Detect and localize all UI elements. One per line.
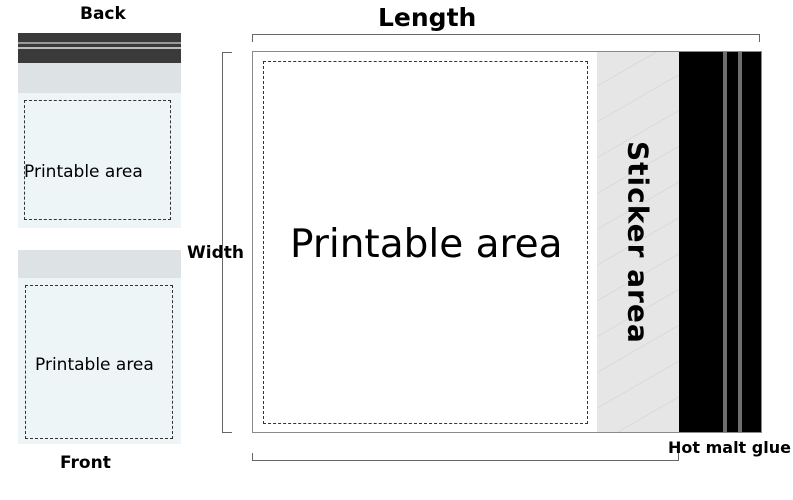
hot-malt-glue-label: Hot malt glue xyxy=(668,438,791,457)
front-flap xyxy=(18,250,181,278)
length-label: Length xyxy=(378,3,477,32)
sticker-area-label: Sticker area xyxy=(621,140,655,344)
width-label: Width xyxy=(187,243,244,263)
front-label: Front xyxy=(60,453,111,473)
glue-line xyxy=(738,52,742,432)
main-printable-outline xyxy=(263,61,588,424)
back-seal-line xyxy=(18,47,181,49)
back-label: Back xyxy=(80,4,126,24)
back-printable-label: Printable area xyxy=(24,162,143,182)
main-printable-label: Printable area xyxy=(290,222,563,267)
bottom-dimension-bracket xyxy=(252,453,679,461)
back-seal-line xyxy=(18,42,181,44)
hot-malt-glue-strip xyxy=(679,52,761,432)
sticker-area xyxy=(597,52,679,432)
front-panel xyxy=(18,278,181,444)
back-printable-outline xyxy=(24,100,171,220)
length-dimension-bracket xyxy=(252,34,760,42)
back-panel xyxy=(18,93,181,228)
glue-line xyxy=(723,52,727,432)
width-dimension-bracket xyxy=(222,52,232,433)
back-flap xyxy=(18,63,181,93)
front-printable-label: Printable area xyxy=(35,355,154,375)
front-printable-outline xyxy=(25,285,173,439)
sticker-area-text-wrap: Sticker area xyxy=(597,52,679,432)
